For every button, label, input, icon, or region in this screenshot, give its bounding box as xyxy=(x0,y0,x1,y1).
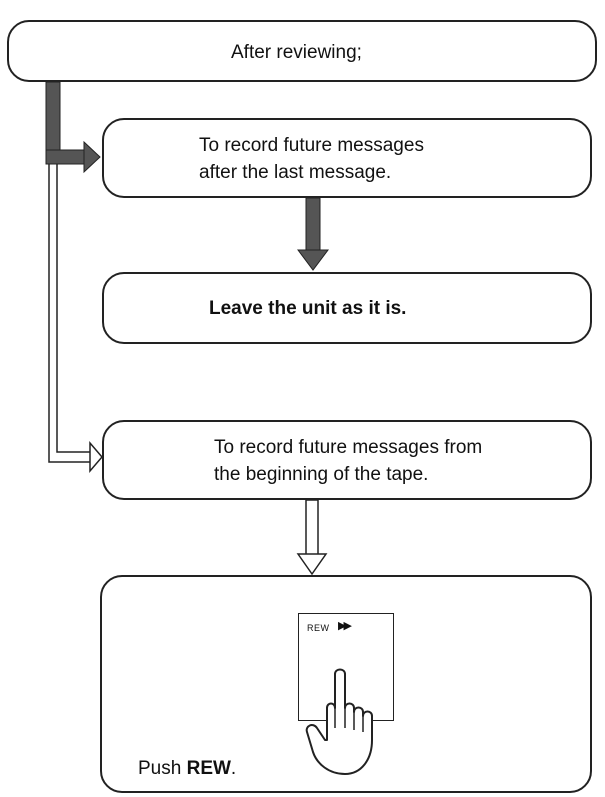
leave-unit-text: Leave the unit as it is. xyxy=(209,298,407,319)
push-rew-button-name: REW xyxy=(186,758,231,779)
pointing-hand-icon xyxy=(305,668,373,775)
after-reviewing-text: After reviewing; xyxy=(231,42,362,63)
fast-forward-icon: ▶▶ xyxy=(338,620,352,632)
record-begin-line1: To record future messages from xyxy=(214,437,483,458)
record-begin-line2: the beginning of the tape. xyxy=(214,464,429,485)
rew-button-panel: REW ▶▶ xyxy=(298,613,394,721)
after-reviewing-box: After reviewing; xyxy=(7,20,597,82)
leave-unit-box: Leave the unit as it is. xyxy=(102,272,592,344)
arrow-to-push-rew xyxy=(296,499,328,576)
record-from-beginning-box: To record future messages from the begin… xyxy=(102,420,592,500)
push-rew-instruction: Push REW. xyxy=(138,755,236,782)
record-after-last-box: To record future messages after the last… xyxy=(102,118,592,198)
push-prefix: Push xyxy=(138,758,187,779)
rew-button-label: REW xyxy=(307,623,330,633)
arrow-to-leave-unit xyxy=(297,197,329,271)
record-after-line1: To record future messages xyxy=(199,135,424,156)
push-suffix: . xyxy=(230,758,237,779)
record-after-line2: after the last message. xyxy=(199,162,392,183)
branch-arrow-to-record-begin xyxy=(48,164,103,474)
branch-arrow-to-record-after xyxy=(45,81,101,174)
